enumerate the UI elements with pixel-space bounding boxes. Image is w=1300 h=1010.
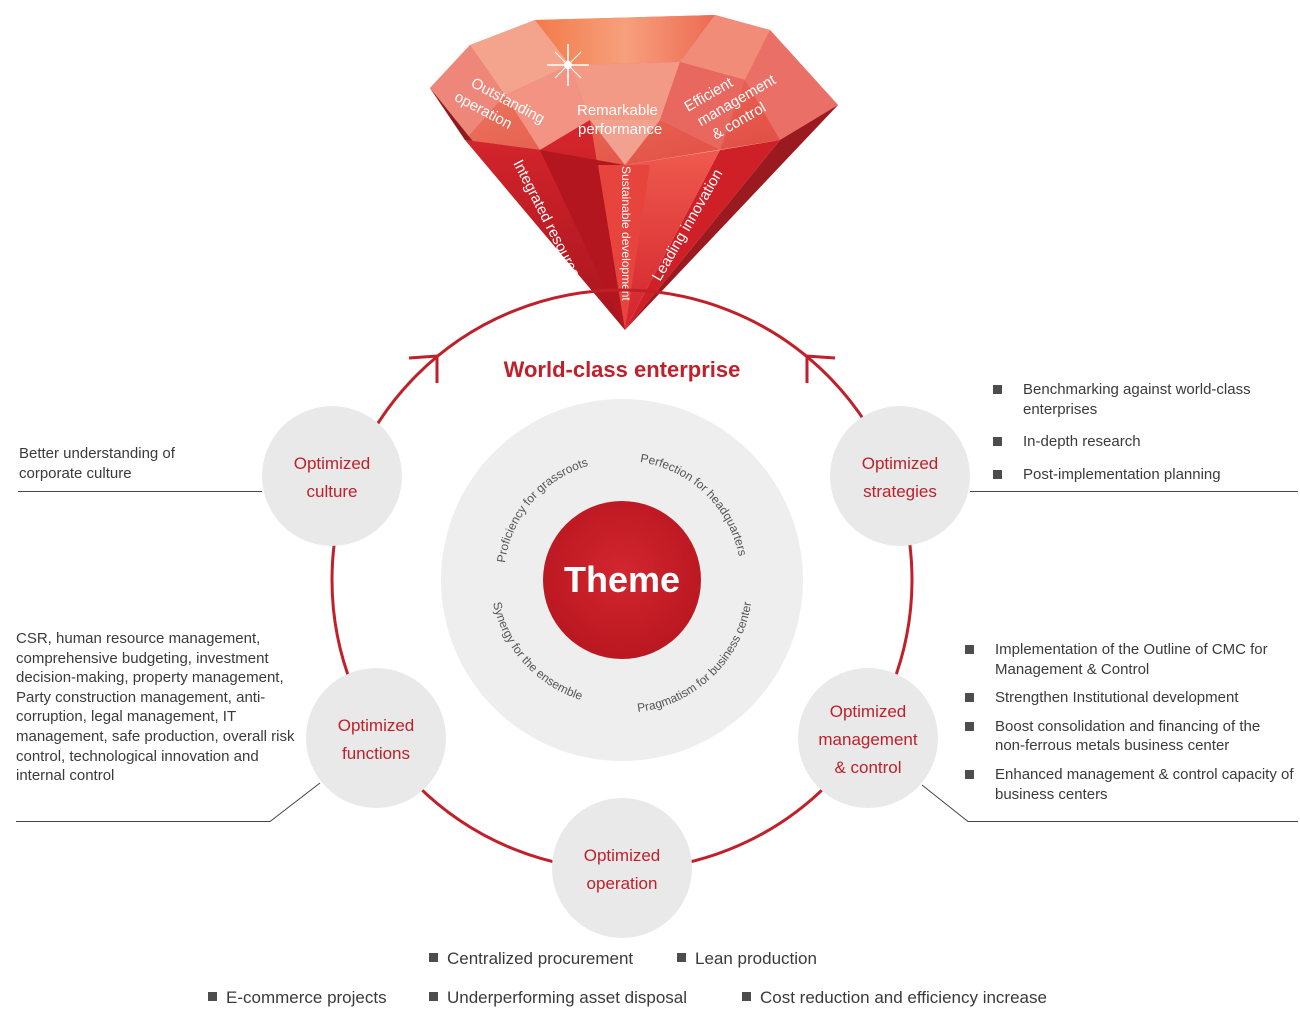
list-item: Implementation of the Outline of CMC for… xyxy=(965,640,1300,679)
node-optimized-operation: Optimized operation xyxy=(552,798,692,938)
list-item: Post-implementation planning xyxy=(993,465,1283,485)
bullet-square-icon xyxy=(677,953,686,962)
svg-text:Optimized: Optimized xyxy=(294,454,371,473)
sparkle-icon xyxy=(547,44,589,86)
gem-label-sustainable-development: Sustainable development xyxy=(619,166,633,301)
node-optimized-culture: Optimized culture xyxy=(262,406,402,546)
bullet-square-icon xyxy=(429,992,438,1001)
ring-arrow-right-icon xyxy=(805,354,836,383)
callout-strategies-list: Benchmarking against world-class enterpr… xyxy=(993,380,1283,484)
list-item: Strengthen Institutional development xyxy=(965,688,1300,708)
node-optimized-strategies: Optimized strategies xyxy=(830,406,970,546)
callout-operation-item: E-commerce projects xyxy=(208,988,387,1008)
callout-culture: Better understanding of corporate cultur… xyxy=(19,445,175,482)
svg-text:strategies: strategies xyxy=(863,482,937,501)
ring-arrow-left-icon xyxy=(408,354,439,383)
svg-text:functions: functions xyxy=(342,744,410,763)
ring-title: World-class enterprise xyxy=(504,357,741,382)
callout-operation-item: Underperforming asset disposal xyxy=(429,988,687,1008)
callout-operation-item: Cost reduction and efficiency increase xyxy=(742,988,1047,1008)
svg-text:management: management xyxy=(818,730,918,749)
svg-text:culture: culture xyxy=(306,482,357,501)
callout-management-list: Implementation of the Outline of CMC for… xyxy=(965,640,1300,804)
callout-operation-item: Lean production xyxy=(677,949,817,969)
svg-text:& control: & control xyxy=(834,758,901,777)
list-item: Boost consolidation and financing of the… xyxy=(965,717,1285,756)
theme-circle xyxy=(543,501,701,659)
node-optimized-functions: Optimized functions xyxy=(306,668,446,808)
node-optimized-management-control: Optimized management & control xyxy=(798,668,938,808)
list-item: Enhanced management & control capacity o… xyxy=(965,765,1300,804)
list-item: Benchmarking against world-class enterpr… xyxy=(993,380,1283,419)
svg-text:operation: operation xyxy=(587,874,658,893)
list-item: In-depth research xyxy=(993,432,1283,452)
callout-functions: CSR, human resource management, comprehe… xyxy=(16,630,295,785)
bullet-square-icon xyxy=(742,992,751,1001)
leader-lines xyxy=(16,491,1298,822)
svg-text:Optimized: Optimized xyxy=(862,454,939,473)
svg-text:Optimized: Optimized xyxy=(830,702,907,721)
bullet-square-icon xyxy=(208,992,217,1001)
theme-label: Theme xyxy=(564,559,680,600)
svg-text:Optimized: Optimized xyxy=(338,716,415,735)
callout-operation-item: Centralized procurement xyxy=(429,949,633,969)
bullet-square-icon xyxy=(429,953,438,962)
svg-text:Optimized: Optimized xyxy=(584,846,661,865)
